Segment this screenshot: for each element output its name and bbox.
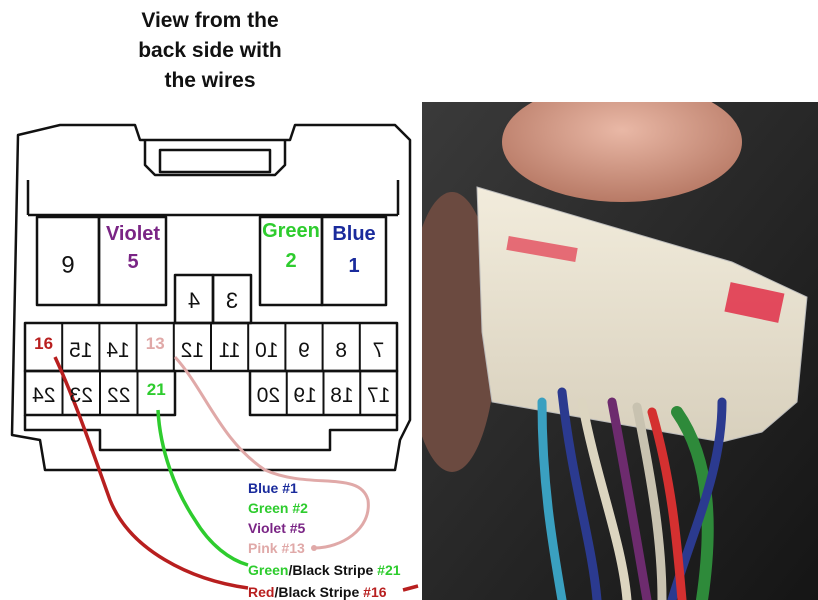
cavity-11-number: 11	[219, 339, 241, 362]
red-marking-2	[724, 282, 785, 323]
red-marking-1	[506, 236, 578, 262]
legend-part: #16	[363, 584, 387, 600]
legend-part: #21	[377, 562, 401, 578]
diagram-title: View from the back side with the wires	[95, 6, 325, 96]
legend-entry: Green #2	[248, 500, 308, 516]
legend-entry: Violet #5	[248, 520, 306, 536]
cavity-7-number: 7	[373, 339, 385, 362]
legend-part: /Black Stripe	[288, 562, 377, 578]
pink-wire-end	[311, 545, 317, 551]
finger-side	[422, 192, 497, 472]
legend-entry: Red/Black Stripe #16	[248, 584, 387, 600]
cavity-8-number: 8	[335, 339, 347, 362]
cavity-21-number: 21	[147, 380, 166, 399]
cavity-6-number: 6	[61, 250, 74, 277]
thumb	[502, 102, 742, 202]
cavity-4-number: 4	[188, 288, 200, 313]
legend-part: /Black Stripe	[274, 584, 363, 600]
green-wire-label: Green	[262, 220, 320, 242]
connector-photo	[422, 102, 818, 600]
legend-entry: Pink #13	[248, 540, 305, 556]
cavity-18-number: 18	[330, 384, 353, 407]
title-line-2: back side with	[138, 39, 282, 62]
wire-red-16-tail	[402, 584, 419, 592]
cavity-15-number: 15	[69, 339, 92, 362]
cavity-3-number: 3	[226, 288, 238, 313]
cavity-14-number: 14	[106, 339, 130, 362]
legend-part: Red	[248, 584, 274, 600]
legend-part: Green	[248, 562, 288, 578]
title-line-3: the wires	[164, 69, 256, 92]
inner-frame	[26, 180, 400, 217]
cavity-23-number: 23	[70, 384, 93, 407]
wire-red-16	[53, 356, 249, 590]
violet-wire-label: Violet	[106, 223, 160, 245]
blue-wire-label: Blue	[332, 223, 375, 245]
title-line-1: View from the	[141, 9, 279, 32]
wire-green-21	[156, 409, 249, 567]
cavity-1-number: 1	[348, 255, 359, 277]
cavity-13-number: 13	[146, 334, 165, 353]
cavity-2-number: 2	[285, 250, 296, 272]
cavity-24-number: 24	[32, 384, 56, 407]
legend-part: Violet #5	[248, 520, 306, 536]
legend-part: Pink #13	[248, 540, 305, 556]
connector-pinout-diagram: 6 Violet 5 Green 2 Blue 1 4 3 16 15 14 13 12…	[10, 123, 419, 600]
photo-wire-bundle	[537, 387, 727, 600]
wire-pink-13	[173, 355, 370, 550]
cavity-17-number: 17	[367, 384, 390, 407]
connector-housing	[10, 123, 412, 472]
lower-frame	[23, 415, 399, 452]
cavity-5-number: 5	[127, 251, 138, 273]
cavity-16-number: 16	[34, 334, 53, 353]
cavity-12-number: 12	[181, 339, 204, 362]
cavity-22-number: 22	[107, 384, 130, 407]
legend-entry: Blue #1	[248, 480, 298, 496]
cavity-5	[97, 215, 168, 307]
cavity-1	[320, 215, 388, 307]
connector-latch	[143, 140, 287, 177]
cavity-20-number: 20	[257, 384, 280, 407]
cavity-9-number: 9	[298, 339, 310, 362]
legend-part: Green #2	[248, 500, 308, 516]
legend-part: Blue #1	[248, 480, 298, 496]
cavity-19-number: 19	[293, 384, 316, 407]
legend-entry: Green/Black Stripe #21	[248, 562, 401, 578]
cavity-10-number: 10	[255, 339, 278, 362]
latch-window	[158, 148, 272, 174]
